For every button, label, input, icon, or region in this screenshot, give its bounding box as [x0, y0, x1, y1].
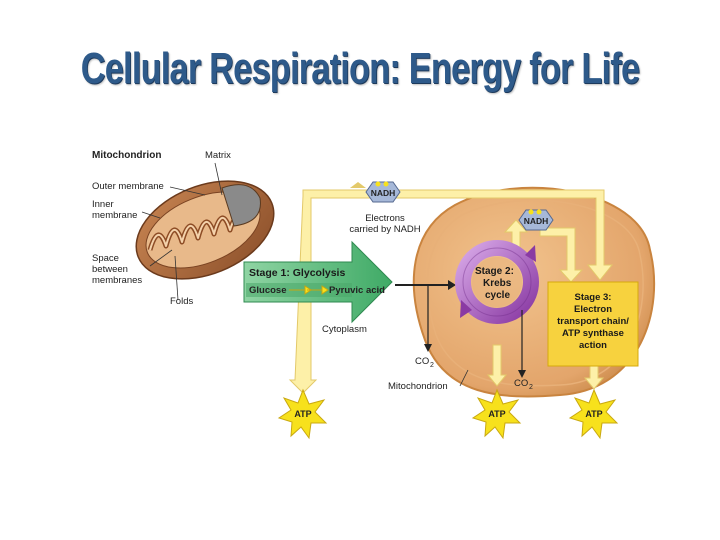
label-inner-membrane-1: Inner	[92, 199, 114, 210]
label-folds: Folds	[170, 296, 193, 307]
co2-right-sub: 2	[529, 384, 533, 391]
cytoplasm-label: Cytoplasm	[322, 324, 367, 335]
atp-star-3: ATP	[568, 388, 619, 440]
krebs-cycle: Stage 2: Krebs cycle	[455, 240, 539, 324]
pyruvate-entry-arrow	[395, 280, 456, 290]
co2-release-lines	[427, 286, 523, 372]
co2-left-text: CO	[415, 356, 429, 367]
label-outer-membrane: Outer membrane	[92, 181, 164, 192]
nadh-top-label: NADH	[371, 188, 396, 198]
co2-left-sub: 2	[430, 362, 434, 369]
stage3-line4: ATP synthase	[562, 328, 624, 339]
page-title: Cellular Respiration: Energy for Life	[80, 44, 640, 93]
mito-heading: Mitochondrion	[92, 150, 161, 161]
co2-right: CO 2	[514, 378, 533, 391]
stage3-line5: action	[579, 340, 607, 351]
stage3-line1: Stage 3:	[575, 292, 612, 303]
nadh-badge-right: NADH	[518, 209, 554, 231]
stage2-line3: cycle	[485, 290, 510, 301]
mitochondrion-leader	[459, 369, 469, 387]
atp-2-label: ATP	[488, 409, 505, 419]
electrons-label-2: carried by NADH	[349, 224, 420, 235]
electrons-label-1: Electrons	[365, 213, 405, 224]
label-space-3: membranes	[92, 275, 142, 286]
mito-cristae-folds-inner	[149, 217, 243, 251]
atp-3-label: ATP	[585, 409, 602, 419]
label-inner-membrane-2: membrane	[92, 210, 137, 221]
label-space-2: between	[92, 264, 128, 275]
glucose-to-pyruvic-arrow	[289, 285, 312, 295]
label-space-1: Space	[92, 253, 119, 264]
stage3-electron-transport: Stage 3: Electron transport chain/ ATP s…	[547, 281, 639, 367]
stage1-glycolysis-arrow: Stage 1: Glycolysis Glucose Pyruvic acid	[243, 240, 393, 324]
glucose-to-pyruvic-arrow-2	[307, 285, 329, 295]
stage3-line3: transport chain/	[557, 316, 629, 327]
stage2-line2: Krebs	[483, 278, 512, 289]
stage1-title: Stage 1: Glycolysis	[249, 267, 345, 279]
stage3-line2: Electron	[574, 304, 612, 315]
co2-left: CO 2	[415, 356, 434, 369]
mito-matrix-cut	[221, 184, 261, 227]
glucose-label: Glucose	[249, 285, 287, 296]
co2-right-text: CO	[514, 378, 528, 389]
label-matrix: Matrix	[205, 150, 231, 161]
atp-star-2: ATP	[471, 388, 522, 440]
mitochondrion-label: Mitochondrion	[388, 381, 448, 392]
atp-1-label: ATP	[294, 409, 311, 419]
nadh-badge-top: NADH	[365, 181, 401, 203]
mitochondrion-inset: Mitochondrion Matrix Outer membrane Inne…	[92, 150, 275, 307]
nadh-right-label: NADH	[524, 216, 549, 226]
mitochondrion-inner-edge	[426, 199, 644, 387]
stage2-line1: Stage 2:	[475, 266, 514, 277]
electron-flow-arrows	[288, 182, 614, 394]
atp-star-1: ATP	[277, 388, 328, 440]
pyruvic-acid-label: Pyruvic acid	[329, 285, 385, 296]
